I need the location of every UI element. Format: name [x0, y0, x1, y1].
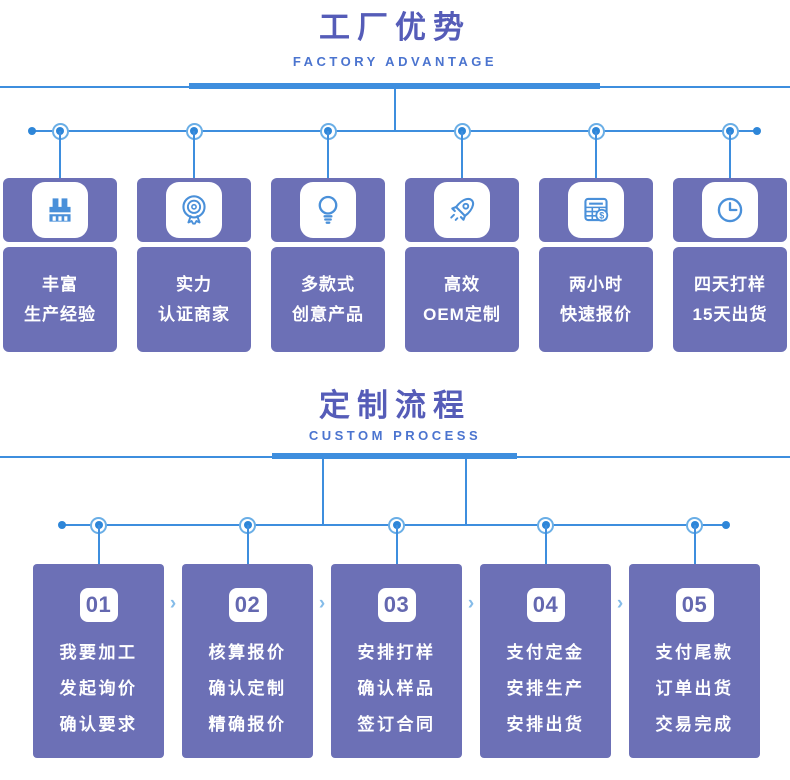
step-line1: 支付定金 — [506, 643, 585, 662]
advantage-line1: 实力 — [176, 274, 212, 294]
advantage-line2: 生产经验 — [24, 304, 96, 324]
advantage-stub-line — [327, 131, 329, 179]
advantage-section-title: 工厂优势 — [319, 10, 471, 45]
step-line3: 交易完成 — [655, 715, 734, 734]
chevron-right-icon: › — [318, 593, 326, 614]
chevron-right-icon: › — [467, 593, 475, 614]
icon-tile: $ — [568, 182, 624, 238]
svg-text:$: $ — [599, 210, 604, 220]
rocket-icon — [450, 197, 475, 221]
advantage-text-card: 高效 OEM定制 — [405, 247, 519, 352]
step-line2: 确认样品 — [357, 679, 436, 698]
process-step-card: 03 安排打样 确认样品 签订合同 — [331, 564, 462, 758]
advantage-node-line-left-dot — [28, 127, 36, 135]
step-number-badge: 02 — [228, 588, 267, 622]
process-top-line-thick — [272, 453, 517, 459]
advantage-line1: 多款式 — [301, 274, 355, 294]
icon-tile — [166, 182, 222, 238]
chevron-right-icon: › — [616, 593, 624, 614]
advantage-line1: 丰富 — [42, 274, 78, 294]
advantage-stub-line — [729, 131, 731, 179]
advantage-node-line-right-dot — [753, 127, 761, 135]
step-line3: 安排出货 — [506, 715, 585, 734]
advantage-stub-line — [193, 131, 195, 179]
advantage-line1: 高效 — [444, 274, 480, 294]
advantage-text-card: 两小时 快速报价 — [539, 247, 653, 352]
process-step-card: 04 支付定金 安排生产 安排出货 — [480, 564, 611, 758]
advantage-text-card: 四天打样 15天出货 — [673, 247, 787, 352]
icon-tile — [300, 182, 356, 238]
bulb-icon — [318, 195, 338, 224]
process-node-line-right-dot — [722, 521, 730, 529]
factory-icon — [49, 198, 71, 222]
advantage-text-card: 丰富 生产经验 — [3, 247, 117, 352]
process-stub-line — [544, 525, 547, 564]
advantage-line2: 快速报价 — [560, 304, 632, 324]
advantage-icon-card: $ — [539, 178, 653, 242]
advantage-line2: 创意产品 — [292, 304, 364, 324]
step-number-badge: 01 — [79, 588, 118, 622]
icon-tile — [32, 182, 88, 238]
advantage-center-drop-line — [394, 87, 396, 132]
step-line1: 核算报价 — [208, 643, 287, 662]
step-line3: 签订合同 — [357, 715, 436, 734]
process-step-card: 05 支付尾款 订单出货 交易完成 — [629, 564, 760, 758]
advantage-line2: OEM定制 — [423, 304, 501, 324]
step-line1: 安排打样 — [357, 643, 436, 662]
process-step-card: 02 核算报价 确认定制 精确报价 — [182, 564, 313, 758]
advantage-line2: 15天出货 — [692, 304, 768, 324]
advantage-icon-card — [673, 178, 787, 242]
process-stub-line — [395, 525, 398, 564]
process-drop-line-right — [465, 457, 467, 525]
icon-tile — [702, 182, 758, 238]
step-line2: 确认定制 — [208, 679, 287, 698]
clock-icon — [717, 197, 743, 223]
process-section-subtitle: CUSTOM PROCESS — [308, 428, 482, 443]
advantage-icon-card — [3, 178, 117, 242]
advantage-icon-card — [405, 178, 519, 242]
advantage-stub-line — [595, 131, 597, 179]
advantage-text-card: 实力 认证商家 — [137, 247, 251, 352]
advantage-stub-line — [59, 131, 61, 179]
process-node-line-left-dot — [58, 521, 66, 529]
process-drop-line-left — [322, 457, 324, 525]
step-number-badge: 04 — [526, 588, 565, 622]
icon-tile — [434, 182, 490, 238]
process-step-card: 01 我要加工 发起询价 确认要求 — [33, 564, 164, 758]
chevron-right-icon: › — [169, 593, 177, 614]
process-stub-line — [97, 525, 100, 564]
advantage-line1: 四天打样 — [694, 274, 766, 294]
calculator-quote-icon: $ — [584, 197, 609, 222]
step-line2: 订单出货 — [655, 679, 734, 698]
advantage-node-line — [32, 130, 758, 132]
process-stub-line — [693, 525, 696, 564]
step-line2: 安排生产 — [506, 679, 585, 698]
advantage-section-subtitle: FACTORY ADVANTAGE — [292, 54, 498, 69]
advantage-stub-line — [461, 131, 463, 179]
advantage-icon-card — [137, 178, 251, 242]
step-number-badge: 03 — [377, 588, 416, 622]
process-stub-line — [246, 525, 249, 564]
advantage-line1: 两小时 — [569, 274, 623, 294]
step-line3: 精确报价 — [208, 715, 287, 734]
step-line3: 确认要求 — [59, 715, 138, 734]
step-number-badge: 05 — [675, 588, 714, 622]
advantage-line2: 认证商家 — [158, 304, 230, 324]
advantage-top-line-thick — [189, 83, 600, 89]
process-section-title: 定制流程 — [319, 388, 471, 423]
step-line1: 支付尾款 — [655, 643, 734, 662]
step-line2: 发起询价 — [59, 679, 138, 698]
advantage-icon-card — [271, 178, 385, 242]
medal-icon — [182, 195, 206, 225]
advantage-text-card: 多款式 创意产品 — [271, 247, 385, 352]
step-line1: 我要加工 — [59, 643, 138, 662]
